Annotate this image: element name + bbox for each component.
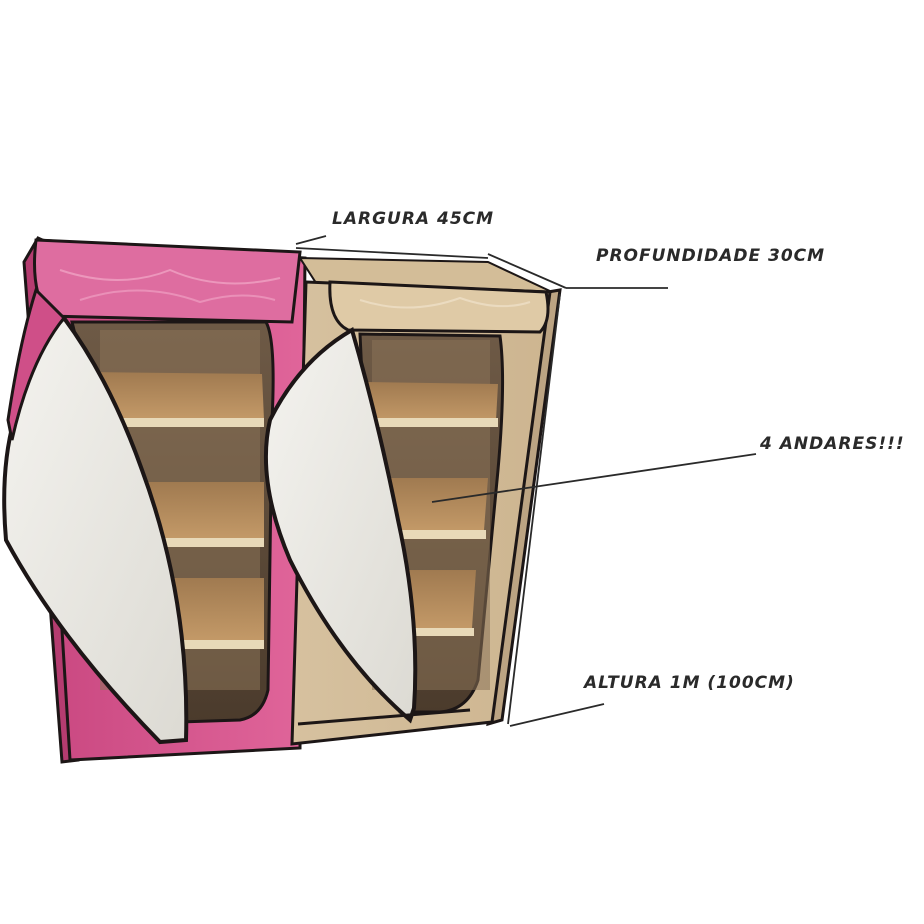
pink-cabinet (2, 236, 307, 764)
dimension-lines (295, 235, 757, 727)
beige-shelves (366, 382, 498, 636)
depth-annotation: PROFUNDIDADE 30CM (596, 246, 826, 266)
beige-cabinet (263, 256, 562, 746)
height-annotation: ALTURA 1M (100CM) (584, 673, 795, 693)
width-annotation: LARGURA 45CM (332, 209, 495, 229)
shelves-annotation: 4 ANDARES!!! (760, 434, 905, 454)
